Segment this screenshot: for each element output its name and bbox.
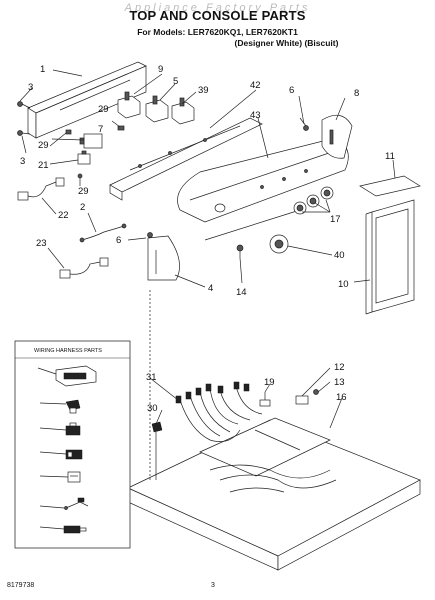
- callout-17: 17: [330, 214, 341, 225]
- inset-part-41: [63, 525, 87, 534]
- inset-part-35: [64, 497, 89, 510]
- subtitle-models: For Models: LER7620KQ1, LER7620KT1: [137, 27, 298, 37]
- inset-part-18: [65, 399, 81, 414]
- callout-3-top: 3: [28, 82, 33, 93]
- callout-39: 39: [198, 85, 209, 96]
- callout-22: 22: [58, 210, 69, 221]
- callout-8: 8: [354, 88, 359, 99]
- push-switch: [171, 97, 195, 125]
- timer-switch: [117, 91, 141, 119]
- callout-3-bottom: 3: [20, 156, 25, 167]
- callout-31: 31: [146, 372, 157, 383]
- console-glass: [365, 199, 415, 315]
- clip-30: [151, 421, 163, 480]
- callout-29-left: 29: [38, 140, 49, 151]
- callout-9: 9: [158, 64, 163, 75]
- callout-14: 14: [236, 287, 247, 298]
- watermark: Appliance Factory Parts: [124, 2, 311, 14]
- wiring-harness-inset: WIRING HARNESS PARTS: [14, 340, 131, 549]
- wire-2: [79, 223, 127, 243]
- screw-13: [313, 389, 319, 395]
- harness-22: [17, 177, 65, 201]
- inset-part-34: [67, 471, 81, 483]
- knob-17-a: [320, 186, 334, 200]
- screw-left-top: [17, 101, 31, 109]
- page-number: 3: [211, 582, 215, 589]
- switch-21: [77, 150, 91, 165]
- callout-4: 4: [208, 283, 213, 294]
- cabinet-top: [127, 417, 421, 571]
- inset-part-33: [65, 449, 83, 460]
- knob-17-b: [306, 194, 320, 208]
- callout-7: 7: [98, 124, 103, 135]
- screw-6-right: [299, 117, 309, 131]
- screw-left-bottom: [17, 130, 31, 136]
- callout-29-top: 29: [98, 104, 109, 115]
- callout-19: 19: [264, 377, 275, 388]
- callout-30: 30: [147, 403, 158, 414]
- callout-10: 10: [338, 279, 349, 290]
- screw-29-mid: [77, 173, 83, 186]
- bracket-19: [259, 392, 271, 407]
- callout-1: 1: [40, 64, 45, 75]
- inset-title: WIRING HARNESS PARTS: [34, 348, 102, 354]
- clip-29-left: [49, 129, 72, 147]
- callout-12: 12: [334, 362, 345, 373]
- light-cover: [359, 175, 421, 197]
- callout-21: 21: [38, 160, 49, 171]
- callout-40: 40: [334, 250, 345, 261]
- knob-40: [269, 234, 289, 254]
- knob-17-c: [293, 201, 307, 215]
- model-subtitle: For Models: LER7620KQ1, LER7620KT1 (Desi…: [0, 27, 435, 49]
- callout-5: 5: [173, 76, 178, 87]
- page-title: TOP AND CONSOLE PARTS: [129, 8, 306, 23]
- screw-6-left: [147, 232, 153, 238]
- screw-14: [236, 244, 244, 258]
- callout-6-right: 6: [289, 85, 294, 96]
- harness-23: [59, 257, 109, 279]
- leader-lines: [19, 69, 396, 429]
- buzzer: [79, 133, 103, 149]
- temp-switch: [145, 95, 169, 123]
- end-cap-left: [147, 235, 180, 281]
- footer-part-code: 8179738: [7, 582, 35, 589]
- end-cap-right: [321, 114, 353, 159]
- inset-part-15: [55, 365, 97, 387]
- console-bracket: [109, 117, 263, 201]
- callout-23: 23: [36, 238, 47, 249]
- callout-11: 11: [385, 151, 395, 162]
- callout-6-left: 6: [116, 235, 121, 246]
- callout-16: 16: [336, 392, 347, 403]
- callout-42: 42: [250, 80, 261, 91]
- callout-43: 43: [250, 110, 261, 121]
- callout-2: 2: [80, 202, 85, 213]
- callout-13: 13: [334, 377, 345, 388]
- inset-part-20: [65, 422, 81, 436]
- hinge-12: [295, 395, 309, 405]
- console-back-panel: [27, 61, 147, 139]
- main-harness: [175, 381, 337, 493]
- clip-29-top: [111, 120, 125, 131]
- subtitle-colors: (Designer White) (Biscuit): [234, 38, 339, 48]
- callout-29-mid: 29: [78, 186, 89, 197]
